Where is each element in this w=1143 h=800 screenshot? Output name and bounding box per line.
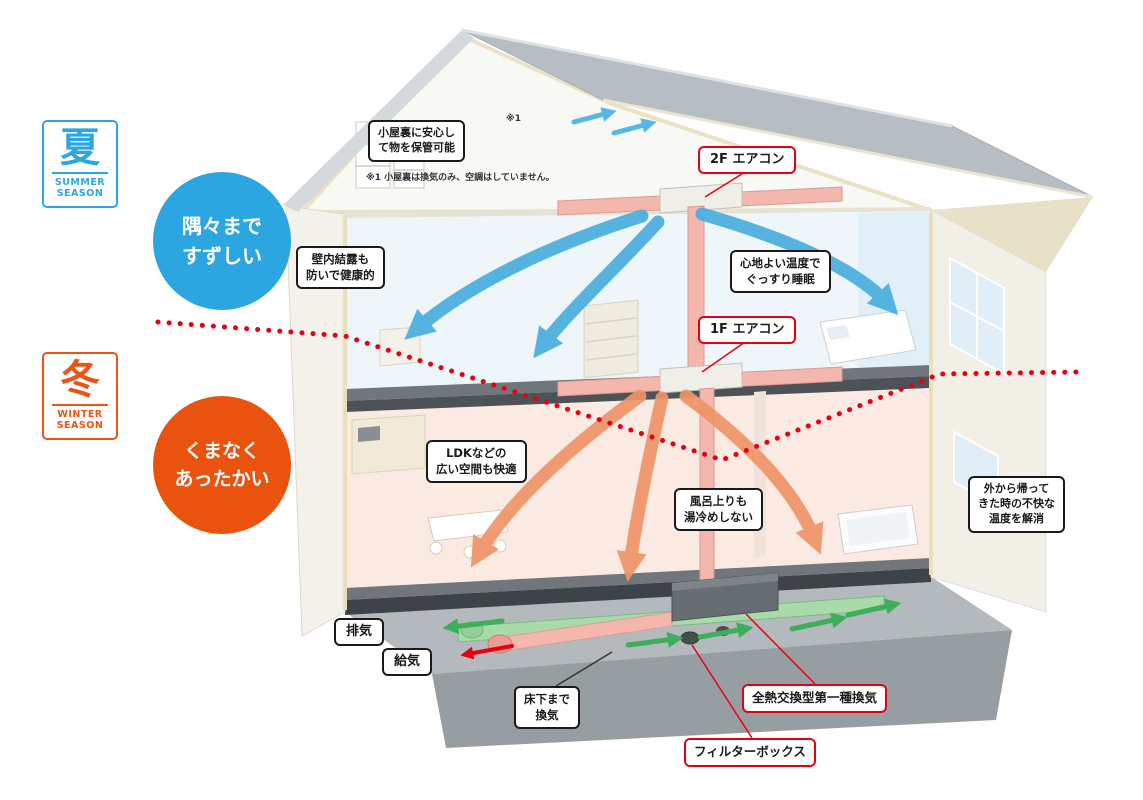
summer-kanji: 夏 — [60, 125, 100, 171]
season-divider-dotted-line — [155, 319, 1081, 463]
underfloor-vent-arrows — [442, 598, 902, 648]
interior-wall — [754, 391, 766, 558]
summer-season-badge: 夏 SUMMER SEASON — [42, 120, 118, 209]
filter-box-unit — [680, 631, 700, 645]
summer-benefit-bubble: 隅々まで すずしい — [153, 172, 291, 310]
first-floor-slab-front — [345, 568, 931, 615]
callout-supply: 給気 — [382, 648, 433, 676]
winter-season-badge: 冬 WINTER SEASON — [42, 352, 118, 441]
attic-ventilation-arrows — [571, 107, 657, 136]
callout-filter-box: フィルターボックス — [684, 738, 816, 767]
aircon-unit-1f — [659, 362, 743, 394]
winter-english-label: WINTER SEASON — [56, 408, 104, 432]
divider — [52, 404, 108, 406]
bed — [819, 309, 917, 365]
callout-heat-exchange: 全熱交換型第一種換気 — [742, 684, 888, 713]
callout-entrance-comfort: 外から帰って きた時の不快な 温度を解消 — [968, 476, 1065, 533]
vertical-duct-upper — [687, 205, 705, 372]
callout-comfortable-sleep: 心地よい温度で ぐっすり睡眠 — [730, 250, 831, 294]
aircon-unit-2f — [659, 182, 743, 214]
right-wall — [930, 209, 1047, 613]
kitchen-counter — [351, 414, 426, 475]
left-wall — [285, 205, 346, 637]
callout-pointer-lines — [555, 171, 816, 739]
callout-underfloor-vent: 床下まで 換気 — [514, 686, 580, 730]
summer-english-label: SUMMER SEASON — [54, 176, 106, 200]
winter-benefit-bubble: くまなく あったかい — [153, 396, 291, 534]
attic-footnote: ※1 小屋裏は換気のみ、空調はしていません。 — [366, 173, 555, 183]
attic-note-ref: ※1 — [506, 114, 522, 124]
winter-airflow-arrows — [470, 389, 824, 582]
callout-exhaust: 排気 — [334, 618, 385, 646]
duct-system — [457, 182, 885, 654]
supply-arrow — [460, 644, 514, 660]
bathtub — [837, 504, 919, 555]
right-eave-underside — [931, 197, 1093, 272]
window — [949, 256, 1005, 376]
callout-ldk-comfort: LDKなどの 広い空間も快適 — [426, 440, 527, 484]
stairs — [583, 299, 639, 379]
callout-wall-condensation: 壁内結露も 防いで健康的 — [296, 246, 385, 290]
winter-kanji: 冬 — [60, 357, 100, 403]
callout-2f-aircon: 2F エアコン — [698, 146, 797, 174]
divider — [52, 172, 108, 174]
callout-bath-comfort: 風呂上りも 湯冷めしない — [674, 488, 763, 532]
callout-1f-aircon: 1F エアコン — [698, 316, 797, 344]
exhaust-arrow — [442, 618, 505, 635]
callout-attic-storage: 小屋裏に安心し て物を保管可能 — [368, 120, 465, 162]
